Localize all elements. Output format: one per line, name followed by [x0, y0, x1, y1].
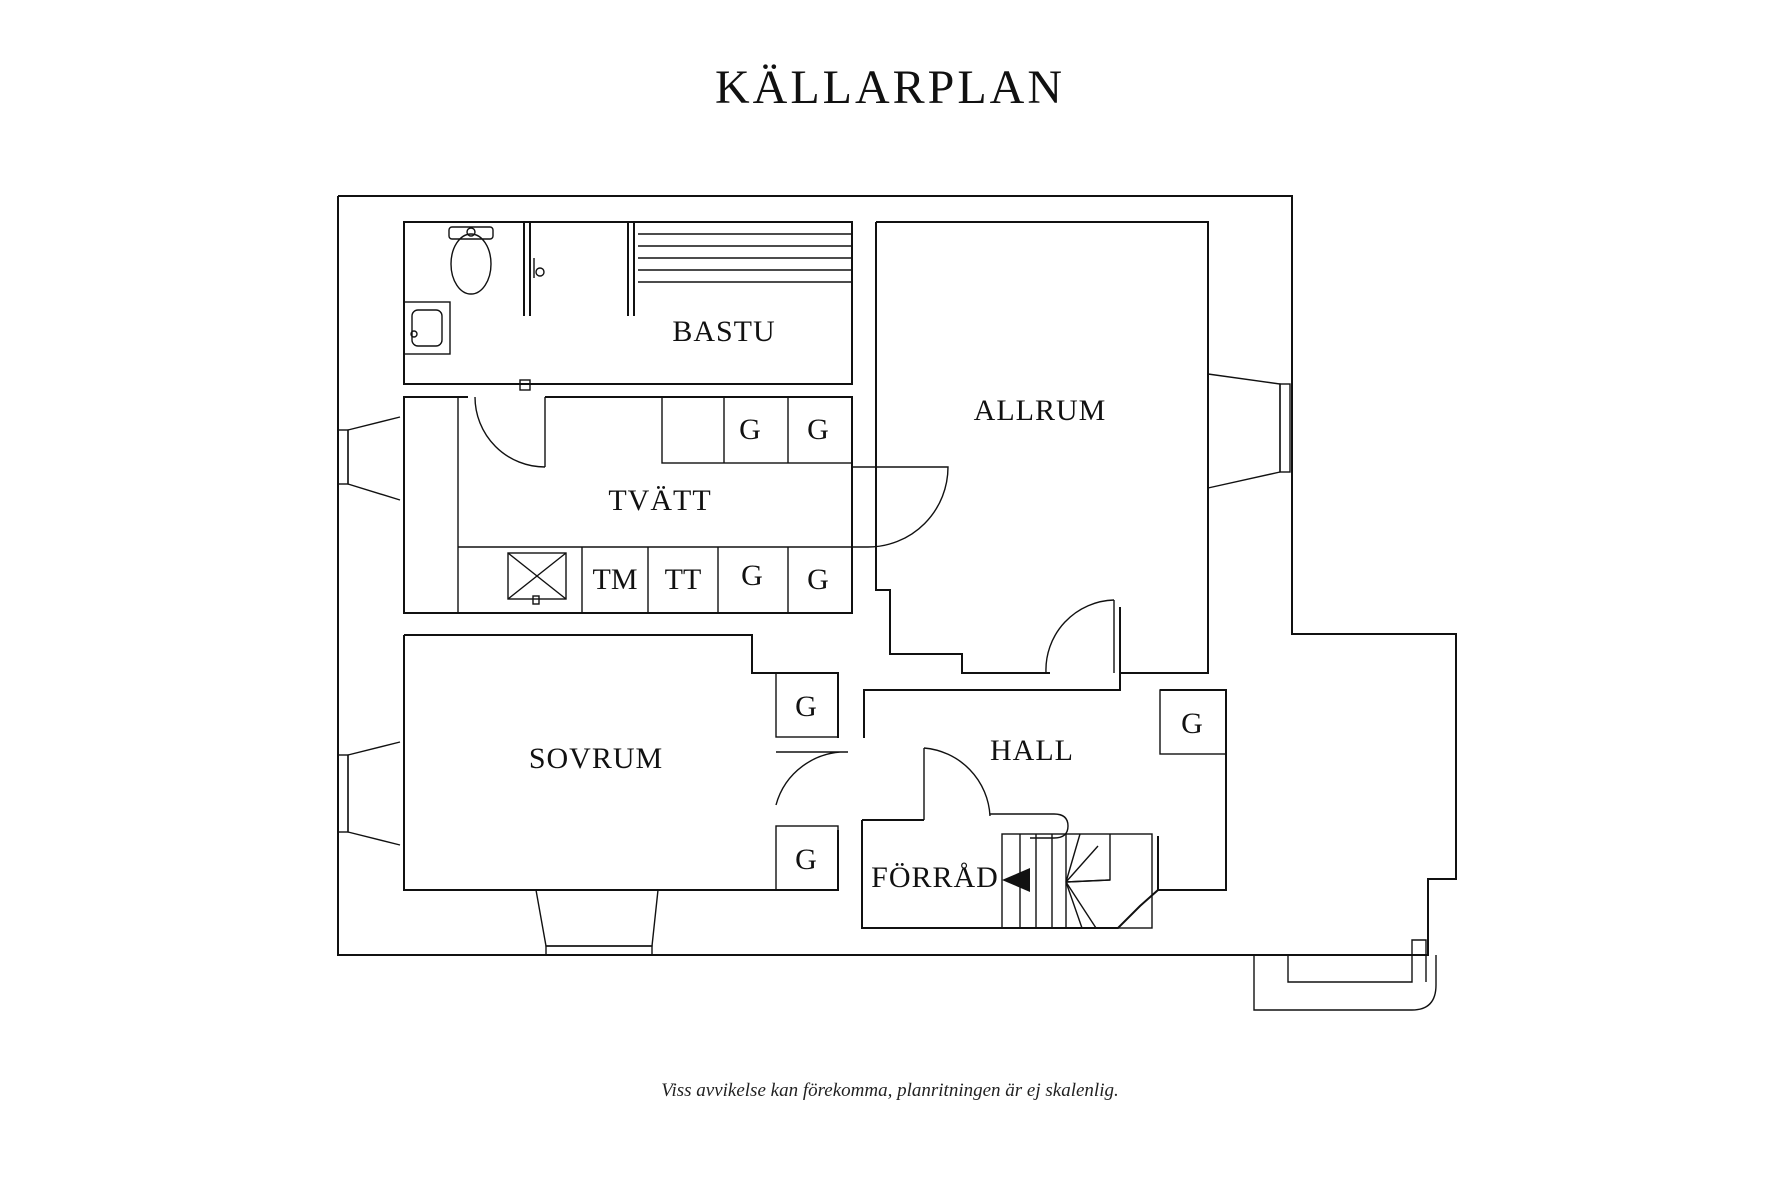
closet-hall	[1159, 689, 1227, 755]
tvatt-door	[474, 396, 546, 468]
allrum-door	[852, 466, 949, 548]
label-g-hall: G	[1181, 707, 1203, 740]
hall-door-top	[1045, 599, 1115, 674]
allrum-walls	[876, 221, 1209, 674]
window-east	[1207, 373, 1291, 489]
disclaimer-note: Viss avvikelse kan förekomma, planritnin…	[661, 1080, 1119, 1101]
plan-title: KÄLLARPLAN	[715, 61, 1065, 114]
label-g-tvatt-3: G	[741, 559, 763, 592]
room-label-forrad: FÖRRÅD	[871, 861, 999, 894]
stairs-arrow-icon	[1002, 868, 1030, 892]
toilet-icon	[448, 226, 494, 295]
window-south	[535, 889, 659, 956]
hall-walls	[863, 673, 1121, 738]
sovrum-door	[775, 751, 849, 806]
label-g-sovrum-2: G	[795, 843, 817, 876]
label-tt: TT	[665, 563, 702, 596]
window-west-upper	[337, 416, 401, 501]
room-label-bastu: BASTU	[672, 315, 775, 348]
entrance-step	[1253, 939, 1437, 1011]
staircase	[990, 813, 1153, 929]
floor-drain-icon	[507, 552, 567, 605]
label-g-sovrum-1: G	[795, 690, 817, 723]
sink-icon	[403, 301, 451, 355]
room-label-tvatt: TVÄTT	[608, 484, 711, 517]
forrad-door	[923, 747, 991, 820]
room-label-sovrum: SOVRUM	[529, 742, 663, 775]
closet-sovrum-2	[775, 825, 839, 891]
window-west-lower	[337, 741, 401, 846]
label-g-tvatt-2: G	[807, 413, 829, 446]
forrad-walls	[861, 820, 1159, 929]
label-g-tvatt-1: G	[739, 413, 761, 446]
shower-icon	[533, 258, 545, 278]
room-label-hall: HALL	[990, 734, 1074, 767]
sovrum-walls	[404, 634, 839, 738]
sauna-bench	[638, 221, 852, 283]
room-label-allrum: ALLRUM	[974, 394, 1107, 427]
label-tm: TM	[593, 563, 638, 596]
closet-sovrum-1	[775, 672, 839, 738]
outer-wall	[337, 195, 1457, 956]
label-g-tvatt-4: G	[807, 563, 829, 596]
